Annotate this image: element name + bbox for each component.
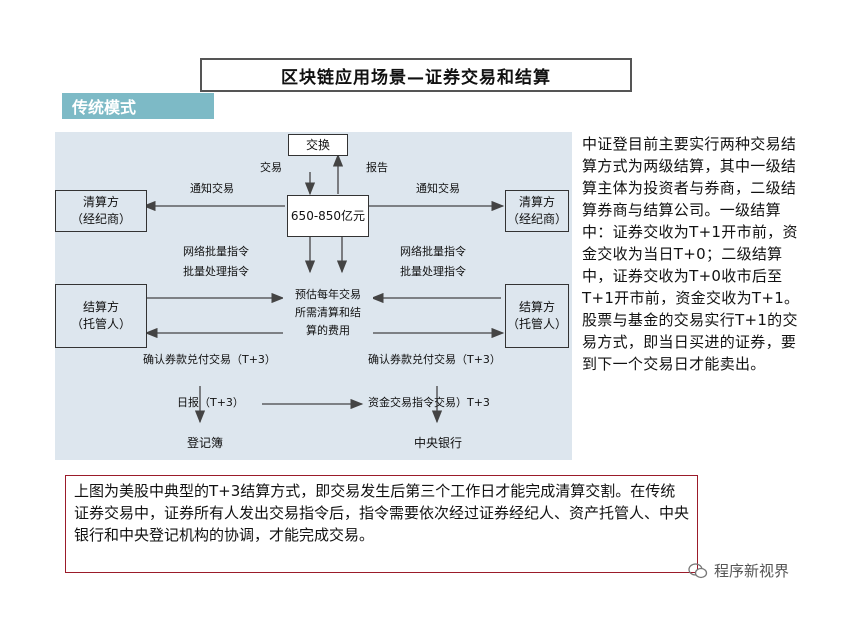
left-settlement-sub: （托管人） [70, 317, 131, 331]
left-clearing-title: 清算方 [82, 195, 119, 209]
amount-box: 650-850亿元 [287, 195, 369, 237]
estimate-box: 预估每年交易 所需清算和结 算的费用 [283, 280, 373, 346]
right-settlement-sub: （托管人） [506, 317, 567, 331]
diagram-arrows [142, 153, 505, 424]
note-text: 上图为美股中典型的T+3结算方式，即交易发生后第三个工作日才能完成清算交割。在传… [74, 482, 690, 544]
right-clearing-title: 清算方 [518, 195, 555, 209]
batch-left-2: 批量处理指令 [183, 265, 249, 278]
central-bank-label: 中央银行 [414, 436, 463, 450]
right-settlement-title: 结算方 [518, 300, 555, 314]
trade-label: 交易 [260, 161, 282, 174]
diagram-panel: 交换 交易 报告 通知交易 通知交易 650-850亿元 清算方 （经纪商） 清… [55, 132, 572, 460]
left-clearing-sub: （经纪商） [70, 212, 131, 226]
mode-tag: 传统模式 [62, 93, 214, 119]
batch-right-1: 网络批量指令 [400, 245, 466, 258]
watermark: 程序新视界 [688, 560, 789, 581]
left-clearing-box: 清算方 （经纪商） [55, 190, 147, 232]
wechat-icon [688, 562, 708, 578]
right-clearing-sub: （经纪商） [506, 212, 567, 226]
left-settlement-box: 结算方 （托管人） [55, 284, 147, 348]
confirm-right-label: 确认券款兑付交易（T+3） [368, 353, 501, 366]
daily-report-label: 日报（T+3） [177, 396, 244, 409]
exchange-label: 交换 [305, 137, 330, 152]
registry-label: 登记簿 [187, 436, 224, 450]
amount-label: 650-850亿元 [290, 208, 366, 223]
report-label: 报告 [366, 161, 388, 174]
right-clearing-box: 清算方 （经纪商） [505, 190, 569, 232]
exchange-box: 交换 [288, 134, 348, 156]
watermark-label: 程序新视界 [714, 562, 790, 580]
batch-right-2: 批量处理指令 [400, 265, 466, 278]
note-box: 上图为美股中典型的T+3结算方式，即交易发生后第三个工作日才能完成清算交割。在传… [65, 475, 698, 573]
page-title: 区块链应用场景—证券交易和结算 [200, 58, 632, 92]
side-description: 中证登目前主要实行两种交易结算方式为两级结算，其中一级结算主体为投资者与券商，二… [582, 135, 800, 373]
notify-right-label: 通知交易 [416, 182, 460, 195]
confirm-left-label: 确认券款兑付交易（T+3） [143, 353, 276, 366]
right-settlement-box: 结算方 （托管人） [505, 284, 569, 348]
left-settlement-title: 结算方 [82, 300, 119, 314]
estimate-line-2: 所需清算和结 [295, 306, 361, 319]
estimate-line-1: 预估每年交易 [295, 288, 361, 301]
fund-instruction-label: 资金交易指令交易）T+3 [368, 396, 490, 409]
notify-left-label: 通知交易 [190, 182, 234, 195]
estimate-line-3: 算的费用 [306, 324, 350, 337]
batch-left-1: 网络批量指令 [183, 245, 249, 258]
